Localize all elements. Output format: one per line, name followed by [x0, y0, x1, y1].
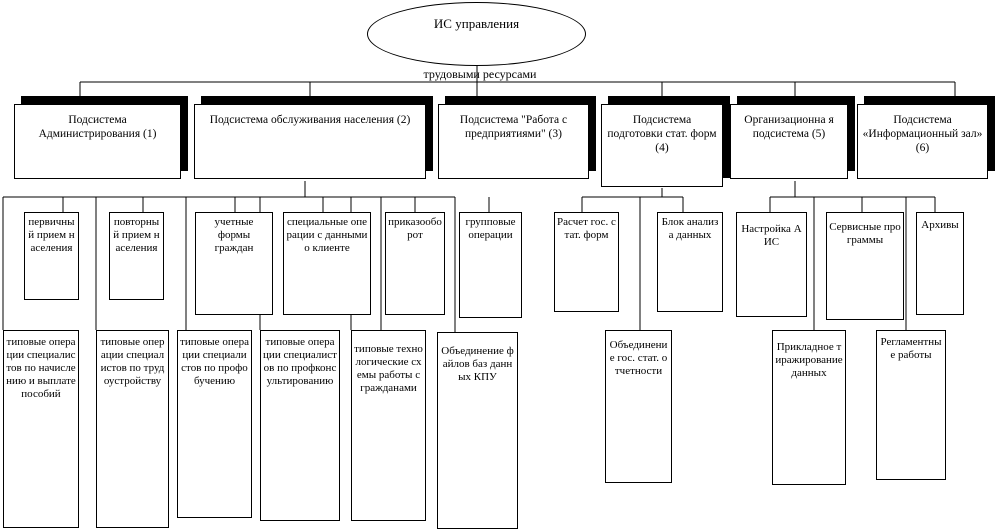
leaf-stat-calc: Расчет гос. стат. форм: [554, 212, 619, 312]
leaf-order-flow: приказооборот: [385, 212, 445, 315]
subsystem-info-hall: Подсистема «Информационный зал» (6): [857, 104, 988, 179]
subsystem-population-service: Подсистема обслуживания населения (2): [194, 104, 426, 179]
leaf-stat-merge: Объединение гос. стат. отчетности: [605, 330, 672, 483]
subsystem-organizational: Организационна я подсистема (5): [730, 104, 848, 179]
leaf-primary-reception: первичный прием населения: [24, 212, 79, 300]
leaf-consulting-specialists: типовые операции специалистов по профкон…: [260, 330, 340, 521]
leaf-citizen-forms: учетные формы граждан: [195, 212, 273, 315]
leaf-archives: Архивы: [916, 212, 964, 315]
subsystem-enterprises: Подсистема "Работа с предприятиями" (3): [438, 104, 589, 179]
leaf-repeated-reception: повторный прием населения: [109, 212, 164, 300]
root-ellipse: [367, 2, 586, 66]
leaf-service-programs: Сервисные программы: [826, 212, 904, 320]
root-label: ИС управления: [433, 16, 520, 31]
leaf-data-analysis: Блок анализа данных: [657, 212, 723, 312]
leaf-training-specialists: типовые операции специалистов по профобу…: [177, 330, 252, 518]
leaf-client-data-operations: специальные операции с данными о клиенте: [283, 212, 371, 315]
leaf-ais-setup: Настройка АИС: [736, 212, 807, 317]
subsystem-stat-forms: Подсистема подготовки стат. форм (4): [601, 104, 723, 187]
subsystem-administration: Подсистема Администрирования (1): [14, 104, 181, 179]
root-label-continuation: трудовыми ресурсами: [423, 67, 537, 81]
leaf-kpu-merge: Объединение файлов баз данных КПУ: [437, 332, 518, 529]
leaf-tech-schemes: типовые технологические схемы работы с г…: [351, 330, 426, 521]
leaf-routine-work: Регламентные работы: [876, 330, 946, 480]
leaf-group-operations: групповые операции: [459, 212, 522, 318]
leaf-data-replication: Прикладное тиражирование данных: [772, 330, 846, 485]
leaf-benefits-specialists: типовые операции специалистов по начисле…: [3, 330, 79, 528]
leaf-employment-specialists: типовые операции специалистов по трудоус…: [96, 330, 169, 528]
